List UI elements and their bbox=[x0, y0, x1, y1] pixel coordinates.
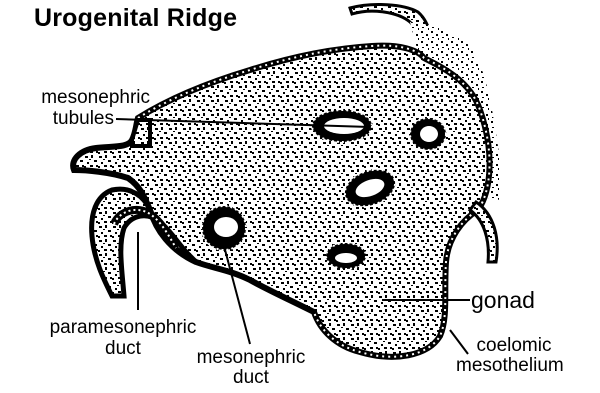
tubule-2 bbox=[410, 118, 446, 150]
label-mesonephric-tubules-line2: tubules bbox=[12, 109, 114, 128]
label-coelomic-mesothelium-line2: mesothelium bbox=[456, 356, 580, 375]
mesonephric-duct-shape bbox=[202, 206, 246, 250]
coelomic-strand bbox=[470, 202, 497, 262]
label-mesonephric-tubules-line1: mesonephric bbox=[12, 88, 150, 107]
label-paramesonephric-duct-line1: paramesonephric bbox=[30, 318, 216, 337]
label-mesonephric-duct-line1: mesonephric bbox=[176, 348, 326, 367]
tubule-4 bbox=[326, 243, 366, 269]
label-mesonephric-duct-line2: duct bbox=[176, 368, 326, 387]
diagram-title: Urogenital Ridge bbox=[34, 6, 237, 31]
label-coelomic-mesothelium-line1: coelomic bbox=[454, 336, 574, 355]
label-gonad: gonad bbox=[471, 289, 535, 312]
